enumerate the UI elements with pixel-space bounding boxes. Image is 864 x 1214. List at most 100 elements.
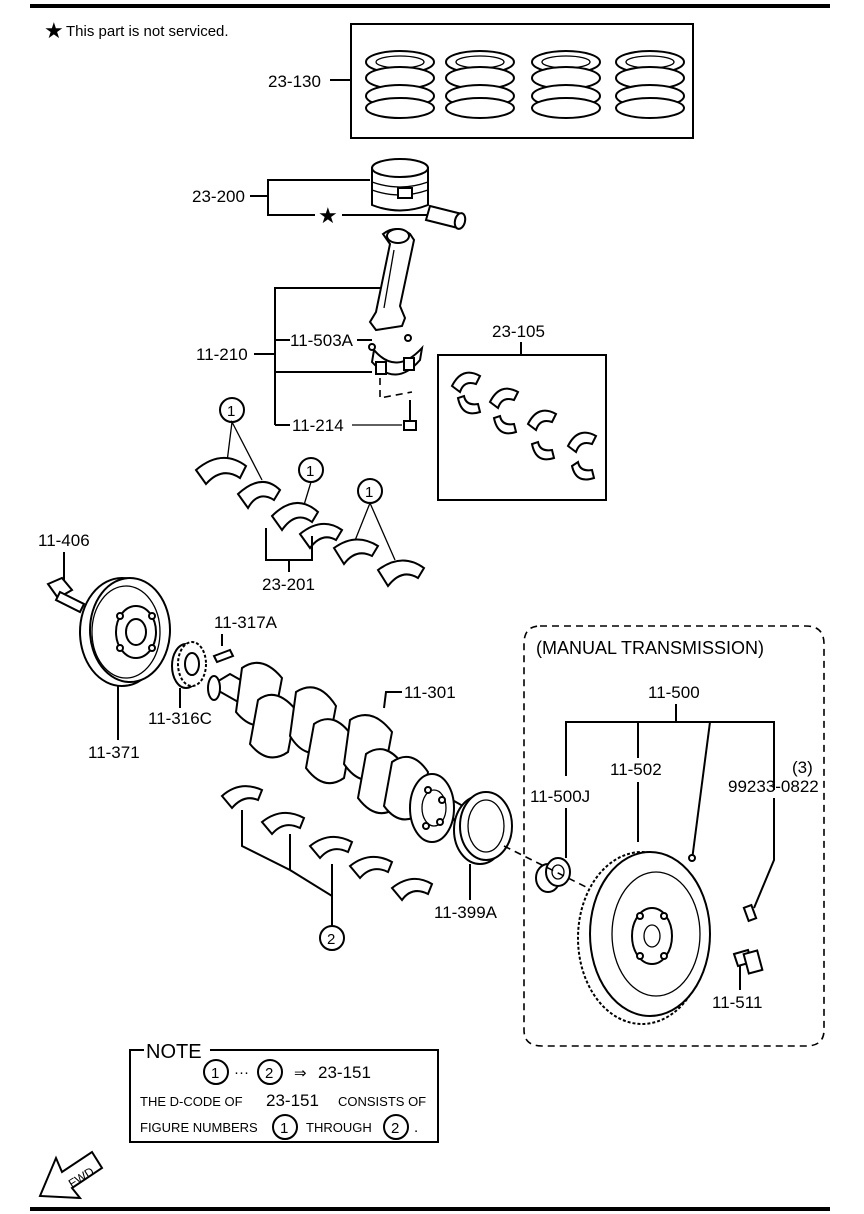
label-11-317a[interactable]: 11-317A	[214, 613, 278, 632]
leader-99233	[753, 798, 775, 909]
note-box	[129, 1049, 439, 1143]
main-bearing-upper-set	[194, 457, 426, 588]
bracket-2-b	[289, 864, 333, 898]
timing-sprocket-icon	[171, 641, 207, 689]
main-bearing-shell-icon	[298, 523, 344, 550]
label-23-200[interactable]: 23-200	[192, 187, 245, 206]
rod-bearing-box	[437, 354, 607, 501]
note-marker-2: 2	[265, 1065, 273, 1082]
piston-pin-icon	[424, 204, 467, 230]
leader-11-301	[383, 691, 402, 709]
note-arrow: ⇒	[294, 1065, 307, 1082]
bearing-shell-icon	[488, 387, 520, 435]
label-23-130[interactable]: 23-130	[268, 72, 321, 91]
marker-1-leader	[351, 501, 396, 561]
manual-transmission-box	[523, 625, 825, 1047]
label-11-500j[interactable]: 11-500J	[530, 787, 590, 806]
note-code: 23-151	[318, 1063, 371, 1082]
main-bearing-shell-icon	[194, 457, 248, 486]
cap-bolt-path	[379, 378, 413, 399]
main-bearing-shell-icon	[390, 877, 434, 902]
label-11-502[interactable]: 11-502	[610, 760, 662, 779]
label-99233-qty[interactable]: (3)	[792, 758, 813, 777]
piston-ring-icon	[365, 50, 435, 119]
piston-ring-icon	[531, 50, 601, 119]
label-23-105[interactable]: 23-105	[492, 322, 545, 341]
marker-1-leader	[225, 419, 263, 481]
dowel-pin-icon	[742, 903, 758, 923]
rear-oil-seal-icon	[453, 791, 513, 865]
note-range-sep: ···	[234, 1064, 249, 1081]
main-bearing-shell-icon	[270, 502, 320, 532]
bearing-shell-icon	[526, 409, 558, 461]
note-marker-1b-circle	[272, 1114, 298, 1140]
piston-icon	[371, 158, 429, 212]
main-bearing-shell-icon	[376, 559, 426, 588]
connecting-rod-icon	[368, 228, 416, 332]
rod-bearing-set	[450, 371, 598, 481]
crankshaft-icon	[207, 661, 472, 843]
note-line3-end: .	[414, 1119, 418, 1136]
label-23-201[interactable]: 23-201	[262, 575, 315, 594]
note-line3-b: THROUGH	[306, 1120, 372, 1135]
leader-23-200-pin	[267, 196, 315, 216]
note-marker-2b: 2	[391, 1120, 399, 1137]
note-line2-a: THE D-CODE OF	[140, 1094, 243, 1109]
leader-flywheel-pin	[691, 721, 711, 861]
marker-1-leader	[303, 481, 312, 506]
label-11-503a[interactable]: 11-503A	[290, 331, 354, 350]
bearing-shell-icon	[566, 431, 598, 481]
label-11-399a[interactable]: 11-399A	[434, 903, 498, 922]
label-11-210[interactable]: 11-210	[196, 345, 248, 364]
main-bearing-shell-icon	[332, 538, 380, 566]
star-not-serviced-icon: ★	[318, 203, 338, 228]
main-bearing-shell-icon	[260, 811, 306, 836]
label-11-511[interactable]: 11-511	[712, 993, 762, 1012]
fwd-arrow-icon: FWD	[38, 1150, 104, 1200]
piston-ring-icon	[615, 50, 685, 119]
main-bearing-shell-icon	[308, 835, 354, 860]
bearing-shell-icon	[450, 371, 482, 415]
note-marker-1: 1	[211, 1065, 219, 1082]
bracket-2	[241, 810, 291, 872]
note-title: NOTE	[146, 1041, 202, 1063]
marker-2: 2	[327, 931, 335, 948]
piston-ring-set	[365, 50, 685, 119]
rod-bolt-icon	[403, 400, 417, 431]
manual-transmission-title: (MANUAL TRANSMISSION)	[536, 638, 764, 658]
flywheel-icon	[577, 851, 711, 1025]
main-bearing-shell-icon	[220, 785, 264, 810]
leader-23-200	[250, 179, 370, 197]
note-marker-1b: 1	[280, 1120, 288, 1137]
pulley-bolt-icon	[46, 576, 86, 614]
crank-pulley-icon	[79, 577, 171, 687]
label-11-500[interactable]: 11-500	[648, 683, 700, 702]
marker-1: 1	[365, 484, 373, 501]
note-line2-b: CONSISTS OF	[338, 1094, 426, 1109]
marker-1: 1	[306, 463, 314, 480]
bracket-11-210	[274, 287, 385, 425]
note-marker-2b-circle	[383, 1114, 409, 1140]
woodruff-key-icon	[212, 648, 235, 664]
bracket-11-500	[565, 721, 775, 790]
flywheel-bolt-icon	[732, 948, 764, 975]
main-bearing-lower-set	[220, 785, 434, 902]
label-11-301[interactable]: 11-301	[404, 683, 456, 702]
label-11-214[interactable]: 11-214	[292, 416, 344, 435]
label-11-406[interactable]: 11-406	[38, 531, 90, 550]
piston-ring-icon	[445, 50, 515, 119]
note-marker-1-circle	[203, 1059, 229, 1085]
label-99233-0822[interactable]: 99233-0822	[728, 777, 819, 796]
note-line3-a: FIGURE NUMBERS	[140, 1120, 258, 1135]
marker-2-circle	[319, 925, 345, 951]
main-bearing-shell-icon	[348, 855, 394, 880]
pilot-bearing-icon	[535, 857, 571, 893]
rod-cap-icon	[368, 334, 424, 376]
note-line2-code: 23-151	[266, 1091, 319, 1110]
note-marker-2-circle	[257, 1059, 283, 1085]
main-bearing-shell-icon	[236, 481, 282, 510]
label-11-316c[interactable]: 11-316C	[148, 709, 212, 728]
label-11-371[interactable]: 11-371	[88, 743, 140, 762]
legend-star-icon: ★	[44, 18, 64, 43]
